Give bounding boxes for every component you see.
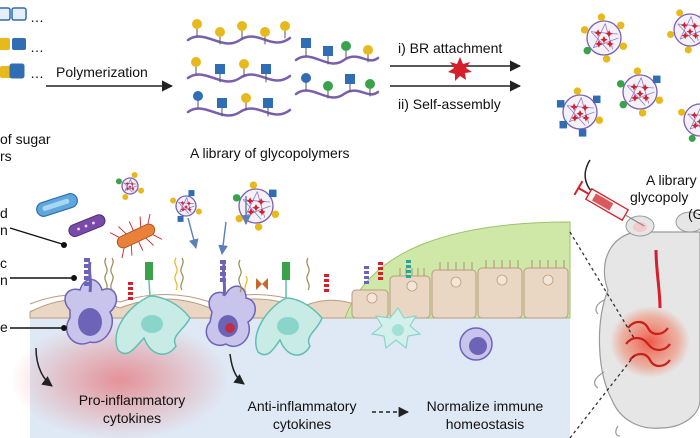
dendritic-cell-2 (255, 262, 323, 356)
glyco-nanoparticle (580, 13, 628, 63)
left-label-b-line1: c (0, 255, 7, 271)
macrophage-anti-inflammatory (205, 263, 256, 347)
sugar-library-label-line2: rs (0, 148, 12, 164)
glycopolymer-library-label: A library of glycopolymers (190, 145, 350, 161)
glyco-nanoparticle (232, 181, 280, 231)
nanoparticle-library (556, 9, 700, 142)
left-label-b-line2: n (0, 272, 8, 288)
small-immune-cell (370, 306, 422, 350)
bacteria (36, 193, 163, 259)
gut-mucosa-schematic (9, 171, 571, 438)
anti-inflammatory-label-line1: Anti-inflammatory (247, 398, 357, 414)
glyco-nanoparticle (170, 190, 202, 222)
lymphocyte (459, 327, 493, 361)
glyco-nanoparticle (115, 171, 145, 201)
left-label-c: e (0, 319, 8, 335)
glyco-nanoparticle (678, 103, 700, 142)
svg-text:…: … (30, 65, 44, 81)
surface-glycans (84, 257, 411, 300)
np-library-label-line1: A library (646, 172, 697, 188)
anti-inflammatory-label-line2: cytokines (272, 416, 332, 432)
left-label-a-line2: n (0, 222, 8, 238)
pro-inflammatory-label-line1: Pro-inflammatory (78, 392, 186, 408)
mouse-model (569, 159, 700, 438)
glycopolymer-library (186, 19, 380, 117)
svg-text:…: … (30, 39, 44, 55)
dendritic-cell-1 (115, 262, 191, 355)
normalize-immune-label-line2: homeostasis (445, 416, 525, 432)
normalize-immune-label-line1: Normalize immune (426, 398, 544, 414)
bilirubin-star-icon (448, 57, 472, 81)
sugar-monomer-library: … … … (0, 7, 44, 81)
glyco-nanoparticle (616, 67, 664, 117)
pro-inflammatory-label-line2: cytokines (102, 410, 162, 426)
np-library-label-line3: (G (688, 206, 700, 222)
svg-text:…: … (30, 9, 44, 25)
left-label-a-line1: d (0, 205, 8, 221)
macrophage-proinflammatory (64, 261, 118, 345)
self-assembly-label: ii) Self-assembly (398, 96, 501, 112)
polymerization-label: Polymerization (56, 64, 148, 80)
sugar-library-label-line1: of sugar (0, 131, 51, 147)
np-library-label-line2: glycopoly (630, 189, 689, 205)
br-attachment-label: i) BR attachment (398, 40, 503, 56)
glyco-nanoparticle (556, 87, 604, 137)
inflammation-glow (10, 320, 230, 438)
glyco-nanoparticle (666, 9, 700, 54)
